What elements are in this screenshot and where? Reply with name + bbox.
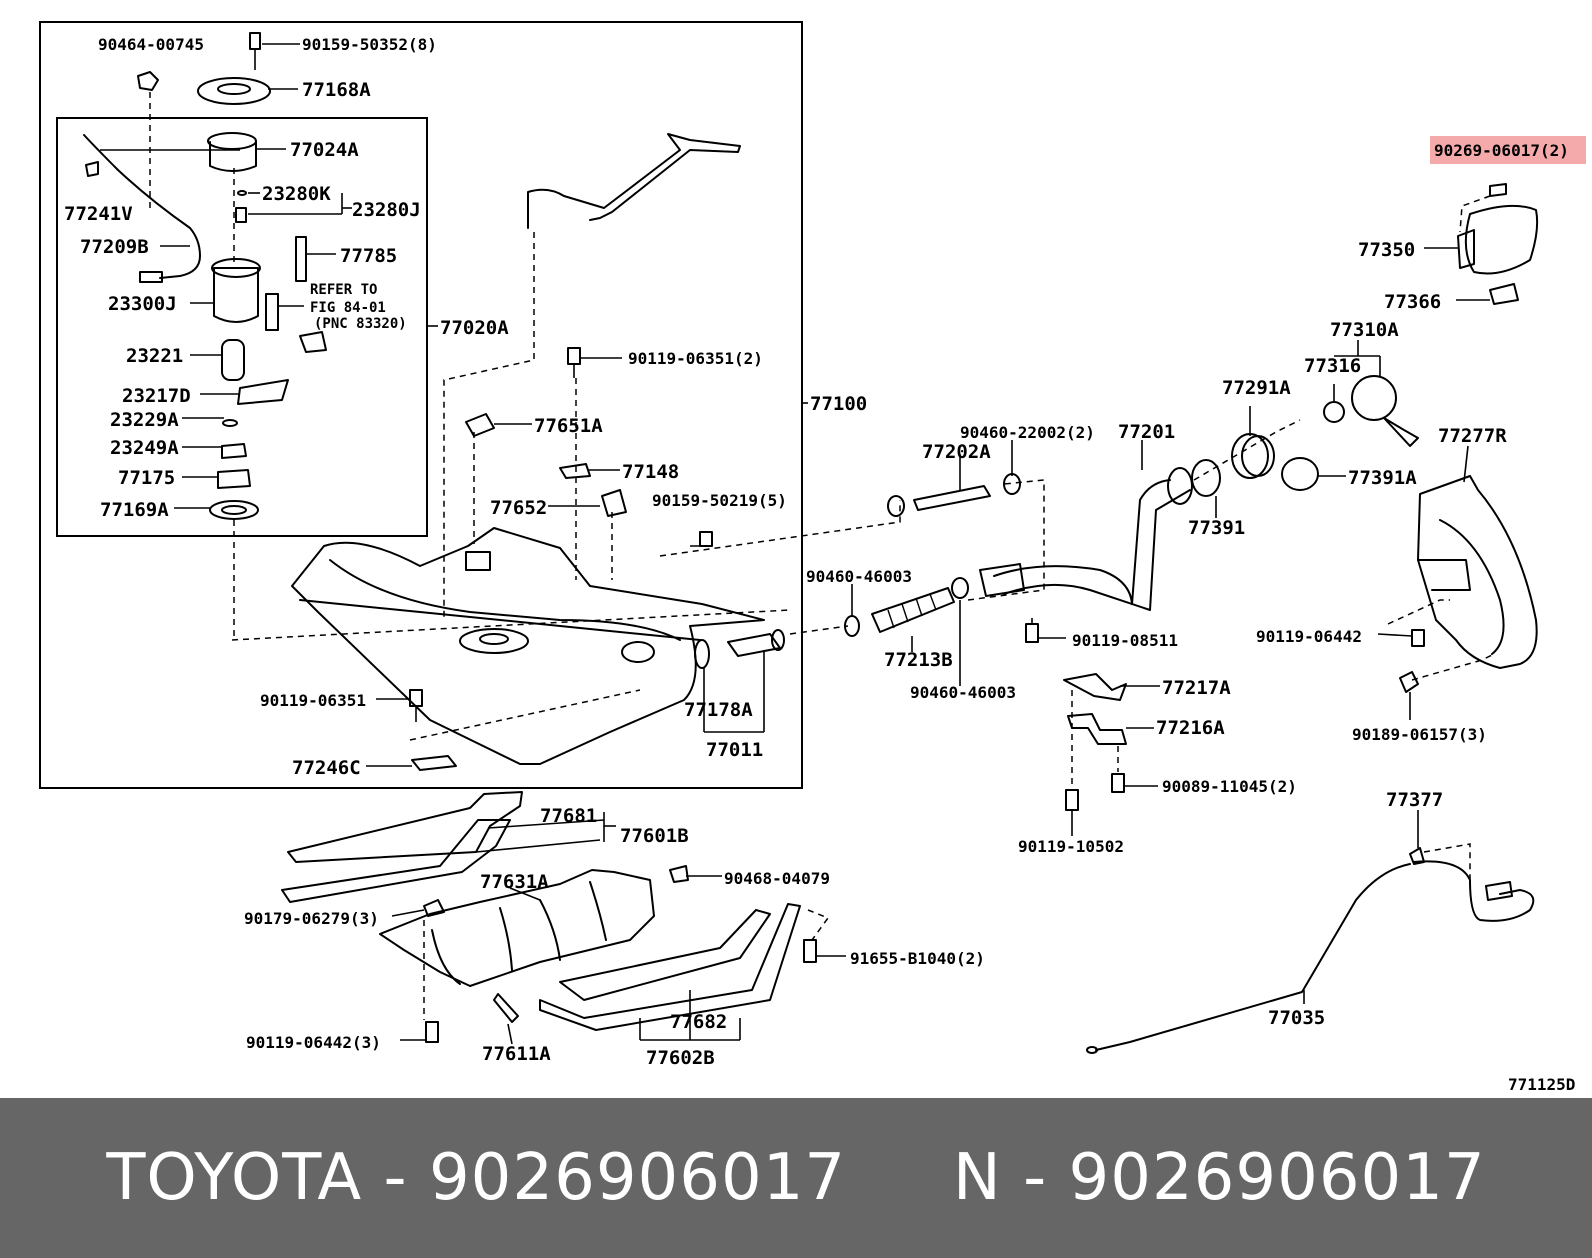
label-77216a: 77216A: [1156, 717, 1225, 739]
label-77316: 77316: [1304, 355, 1361, 377]
label-77785: 77785: [340, 245, 397, 267]
label-77175: 77175: [118, 467, 175, 489]
label-23300j: 23300J: [108, 293, 177, 315]
fuel-pump-parts: [83, 32, 327, 640]
label-77241v: 77241V: [64, 203, 133, 225]
label-90159-50352: 90159-50352(8): [302, 35, 437, 54]
pump-assembly-box: [56, 117, 428, 537]
label-77350: 77350: [1358, 239, 1415, 261]
filler-pipe-parts: [659, 183, 1539, 1054]
fuel-tank-77100: [231, 232, 791, 765]
label-90119-06351-2: 90119-06351(2): [628, 349, 763, 368]
label-refer-line2: FIG 84-01: [310, 300, 386, 316]
label-77291a: 77291A: [1222, 377, 1291, 399]
label-90159-50219: 90159-50219(5): [652, 491, 787, 510]
tank-strap-bracket: [527, 133, 741, 229]
clamp-77148: [559, 463, 591, 479]
label-77209b: 77209B: [80, 236, 149, 258]
label-77024a: 77024A: [290, 139, 359, 161]
label-77651a: 77651A: [534, 415, 603, 437]
label-77601b: 77601B: [620, 825, 689, 847]
leader-lines: [100, 43, 1490, 1045]
fuel-tank-exploded-view: 90464-00745 90159-50352(8) 77168A 77024A…: [39, 21, 1586, 1094]
label-90119-06351: 90119-06351: [260, 691, 366, 710]
label-23217d: 23217D: [122, 385, 191, 407]
label-diagram-code: 771125D: [1508, 1075, 1575, 1094]
label-23229a: 23229A: [110, 409, 179, 431]
label-77631a: 77631A: [480, 871, 549, 893]
label-90460-46003-a: 90460-46003: [806, 567, 912, 586]
label-77020a: 77020A: [440, 317, 509, 339]
label-77202a: 77202A: [922, 441, 991, 463]
label-90119-06442-3: 90119-06442(3): [246, 1033, 381, 1052]
label-77168a: 77168A: [302, 79, 371, 101]
part-labels: 90464-00745 90159-50352(8) 77168A 77024A…: [64, 35, 1575, 1094]
label-77246c: 77246C: [292, 757, 361, 779]
label-23249a: 23249A: [110, 437, 179, 459]
label-77277r: 77277R: [1438, 425, 1507, 447]
label-91655-b1040: 91655-B1040(2): [850, 949, 985, 968]
label-23280j: 23280J: [352, 199, 421, 221]
tank-assembly-box: [39, 21, 803, 789]
parts-diagram: 90464-00745 90159-50352(8) 77168A 77024A…: [39, 21, 1586, 1094]
label-90089-11045: 90089-11045(2): [1162, 777, 1297, 796]
under-protectors: [281, 791, 830, 1043]
label-77035: 77035: [1268, 1007, 1325, 1029]
highlight-90269-06017: [1430, 136, 1586, 164]
label-77217a: 77217A: [1162, 677, 1231, 699]
label-90460-46003-b: 90460-46003: [910, 683, 1016, 702]
part-number-banner: TOYOTA - 9026906017 N - 9026906017: [0, 1098, 1592, 1258]
label-23221: 23221: [126, 345, 183, 367]
bolt-90119-06351-2: [567, 347, 581, 365]
label-77201: 77201: [1118, 421, 1175, 443]
label-90189-06157: 90189-06157(3): [1352, 725, 1487, 744]
label-90460-22002: 90460-22002(2): [960, 423, 1095, 442]
pad-77652: [601, 489, 627, 517]
label-77611a: 77611A: [482, 1043, 551, 1065]
label-23280k: 23280K: [262, 183, 331, 205]
label-refer-line1: REFER TO: [310, 282, 377, 298]
label-77377: 77377: [1386, 789, 1443, 811]
label-77100: 77100: [810, 393, 867, 415]
label-77169a: 77169A: [100, 499, 169, 521]
label-refer-line3: (PNC 83320): [314, 316, 407, 332]
label-77391a: 77391A: [1348, 467, 1417, 489]
label-77011: 77011: [706, 739, 763, 761]
label-90119-10502: 90119-10502: [1018, 837, 1124, 856]
label-90119-08511: 90119-08511: [1072, 631, 1178, 650]
label-90119-06442: 90119-06442: [1256, 627, 1362, 646]
label-77213b: 77213B: [884, 649, 953, 671]
label-77652: 77652: [490, 497, 547, 519]
label-77178a: 77178A: [684, 699, 753, 721]
label-77366: 77366: [1384, 291, 1441, 313]
label-90464-00745: 90464-00745: [98, 35, 204, 54]
label-90269-06017: 90269-06017(2): [1434, 141, 1569, 160]
part-number-text: TOYOTA - 9026906017 N - 9026906017: [106, 1141, 1486, 1215]
label-77681: 77681: [540, 805, 597, 827]
label-77148: 77148: [622, 461, 679, 483]
label-77602b: 77602B: [646, 1047, 715, 1069]
pad-77651a: [465, 413, 495, 437]
label-77310a: 77310A: [1330, 319, 1399, 341]
label-77391: 77391: [1188, 517, 1245, 539]
label-90179-06279: 90179-06279(3): [244, 909, 379, 928]
label-90468-04079: 90468-04079: [724, 869, 830, 888]
label-77682: 77682: [670, 1011, 727, 1033]
